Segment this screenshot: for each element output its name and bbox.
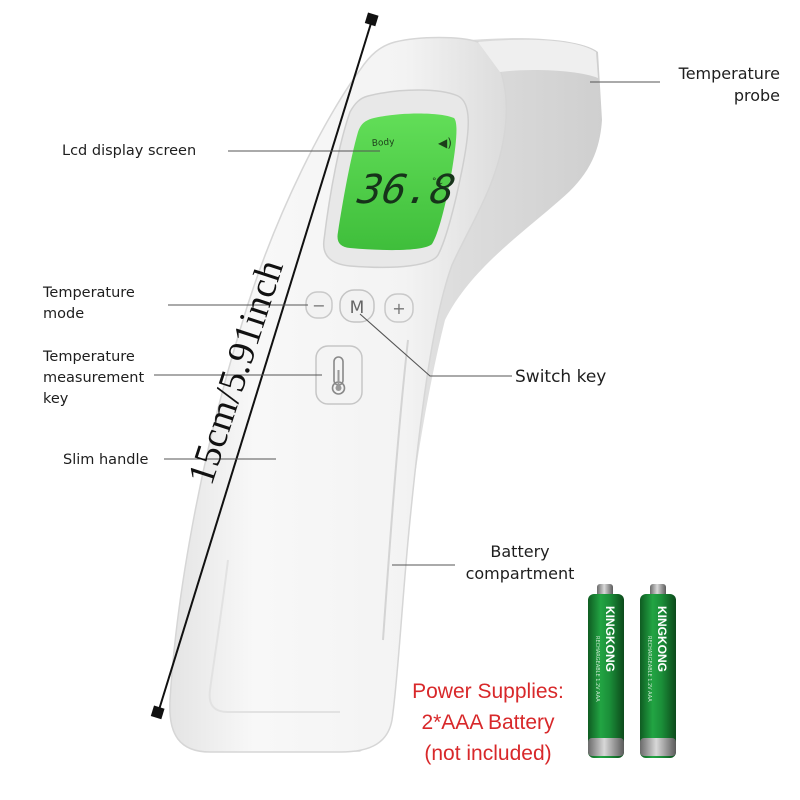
dimension-line: [150, 12, 379, 720]
power-note-line1: Power Supplies:: [412, 680, 564, 703]
label-probe-line2: probe: [733, 86, 780, 105]
battery-brand-right: KINGKONG: [655, 606, 669, 672]
measurement-trigger-button[interactable]: [315, 345, 363, 405]
lcd-mode-text: Body: [372, 137, 396, 149]
battery-brand-left: KINGKONG: [603, 606, 617, 672]
svg-text:−: −: [312, 296, 325, 315]
speaker-icon: ◀): [438, 136, 452, 150]
label-mode-line1: Temperature: [43, 285, 135, 301]
thermometer-icon: [331, 356, 346, 395]
battery-right: KINGKONG RECHARGEABLE 1.2V AAA: [640, 584, 676, 758]
label-probe-line1: Temperature: [678, 64, 780, 83]
power-supplies-note: Power Supplies: 2*AAA Battery (not inclu…: [370, 676, 606, 769]
lcd-display-screen: Body ◀) 36.8 °C: [337, 113, 459, 251]
probe-top: [478, 39, 598, 78]
label-mode-line2: mode: [43, 306, 85, 322]
svg-text:+: +: [392, 299, 405, 318]
label-temperature-mode: Temperature mode: [43, 283, 135, 325]
label-measure-line2: measurement: [43, 370, 145, 386]
power-note-line2: 2*AAA Battery: [421, 711, 555, 734]
label-lcd-display-screen: Lcd display screen: [62, 143, 197, 159]
label-battery-line1: Battery: [490, 542, 550, 561]
svg-text:M: M: [350, 298, 365, 318]
mode-switch-button[interactable]: M: [339, 289, 375, 323]
label-temperature-probe: Temperature probe: [664, 63, 780, 107]
plus-button[interactable]: +: [384, 293, 414, 323]
battery-fineprint-right: RECHARGEABLE 1.2V AAA: [646, 636, 652, 702]
leader-lines: [154, 81, 660, 566]
handle-edge-line: [382, 339, 409, 641]
battery-left: KINGKONG RECHARGEABLE 1.2V AAA: [588, 584, 624, 758]
label-measure-line3: key: [43, 391, 69, 407]
lcd-reading: 36.8: [353, 166, 459, 213]
label-battery-compartment: Battery compartment: [455, 541, 585, 585]
label-temperature-measurement-key: Temperature measurement key: [43, 347, 144, 410]
handle-panel-line: [208, 559, 340, 713]
minus-button[interactable]: −: [305, 291, 333, 319]
label-slim-handle: Slim handle: [63, 452, 149, 468]
battery-fineprint-left: RECHARGEABLE 1.2V AAA: [594, 636, 600, 702]
label-measure-line1: Temperature: [43, 349, 135, 365]
lcd-unit: °C: [432, 177, 443, 187]
label-battery-line2: compartment: [465, 564, 575, 583]
label-switch-key: Switch key: [515, 367, 607, 387]
power-note-line3: (not included): [424, 742, 552, 765]
